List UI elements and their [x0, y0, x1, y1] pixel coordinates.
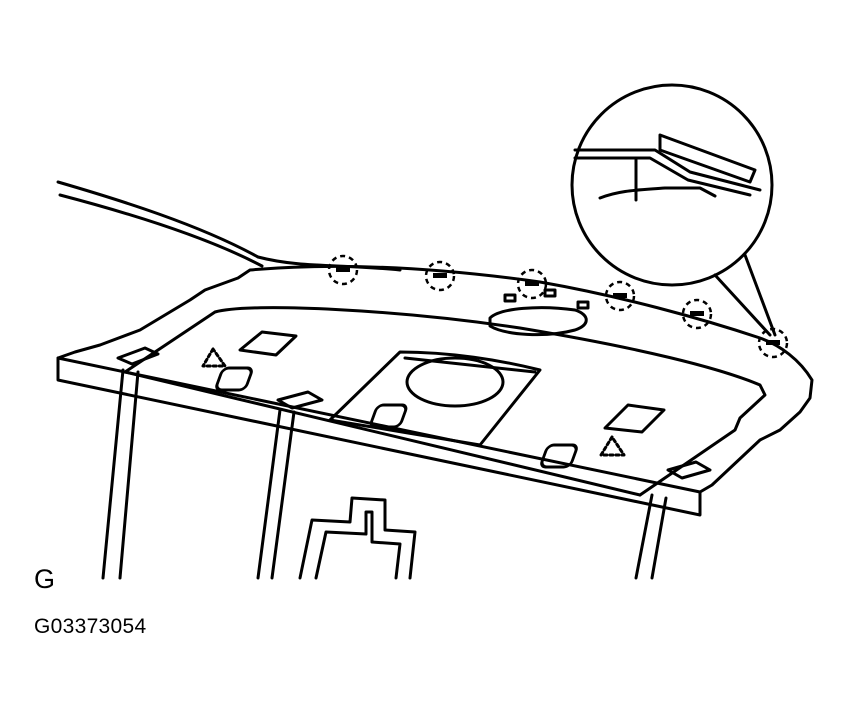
detail-clip-body [598, 186, 717, 200]
figure-id-label: G03373054 [34, 615, 147, 638]
strap-right-buckle [666, 460, 712, 480]
clip-location-6 [757, 327, 789, 359]
package-tray-outline [56, 264, 814, 517]
slot-left [215, 366, 253, 392]
clip-location-3 [516, 268, 548, 300]
package-tray-inner-panel [123, 306, 767, 497]
seatback-insert [298, 496, 417, 580]
clip-3-icon [525, 281, 539, 286]
clip-6-icon [766, 340, 780, 345]
clip-1-icon [336, 267, 350, 272]
detail-trim-edge-2 [573, 156, 752, 197]
strap-left-buckle [116, 346, 160, 366]
rear-mount-bracket [488, 306, 588, 337]
clip-5-icon [690, 311, 704, 316]
clip-location-2 [424, 260, 456, 292]
detail-clip [658, 133, 757, 184]
rear-window-edge [56, 180, 402, 272]
rear-window-edge-inner [58, 193, 264, 268]
clip-4-icon [613, 293, 627, 298]
clip-location-1 [327, 254, 359, 286]
view-letter-label: G [34, 564, 56, 594]
detail-trim-edge [573, 148, 762, 192]
slot-center [369, 403, 408, 429]
strap-center [256, 408, 296, 580]
strap-center-buckle [276, 390, 324, 410]
triangle-marker-right [599, 435, 626, 457]
detail-callout-circle [570, 83, 774, 287]
detail-callout-leader [713, 253, 777, 337]
clip-2-icon [433, 273, 447, 278]
package-tray-inner-bottom [123, 370, 642, 497]
strap-left [101, 368, 140, 580]
center-recess-opening [405, 356, 505, 408]
left-opening [238, 330, 298, 357]
center-recess-detail [403, 356, 537, 374]
clip-location-4 [604, 280, 636, 312]
triangle-marker-left [201, 347, 227, 368]
slot-right [540, 443, 578, 469]
center-recess [328, 350, 542, 447]
right-opening [603, 403, 666, 434]
rear-mount-tabs [503, 288, 590, 310]
strap-right [634, 493, 668, 580]
seatback-insert-inner [314, 510, 402, 580]
clip-location-5 [681, 298, 713, 330]
